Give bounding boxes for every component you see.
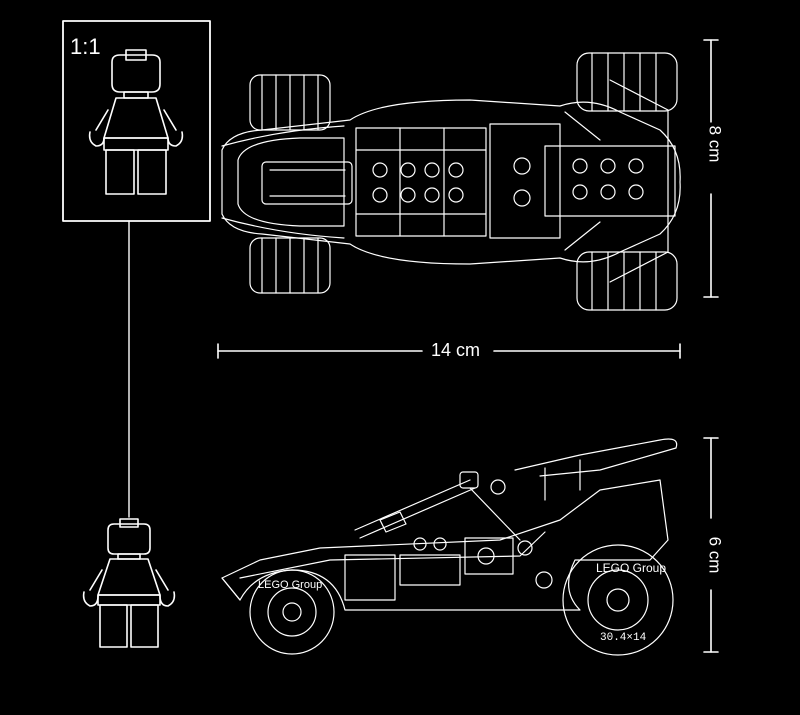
minifig-actual-size [82, 518, 176, 648]
front-left-wheel [249, 74, 331, 131]
front-right-wheel [249, 237, 331, 294]
width-dimension [217, 343, 681, 359]
scale-frame [62, 20, 211, 222]
top-height-dimension [703, 39, 719, 298]
side-height-label: 6 cm [704, 533, 725, 577]
top-height-label: 8 cm [704, 122, 725, 166]
side-code-text: 30.4×14 [600, 632, 647, 644]
car-top-view [221, 52, 681, 311]
side-front-logo-text: LEGO Group [258, 579, 322, 591]
side-height-dimension [703, 437, 719, 653]
side-rear-wheel: LEGO Group 30.4×14 [562, 544, 674, 656]
rear-right-wheel [576, 251, 678, 311]
side-logo-text: LEGO Group [596, 561, 666, 575]
car-side-view: LEGO Group 30.4×14 LEGO Group [221, 438, 678, 656]
rear-left-wheel [576, 52, 678, 112]
width-label: 14 cm [427, 340, 485, 361]
scale-label: 1:1 [70, 34, 101, 59]
minifig-reference [88, 49, 184, 195]
